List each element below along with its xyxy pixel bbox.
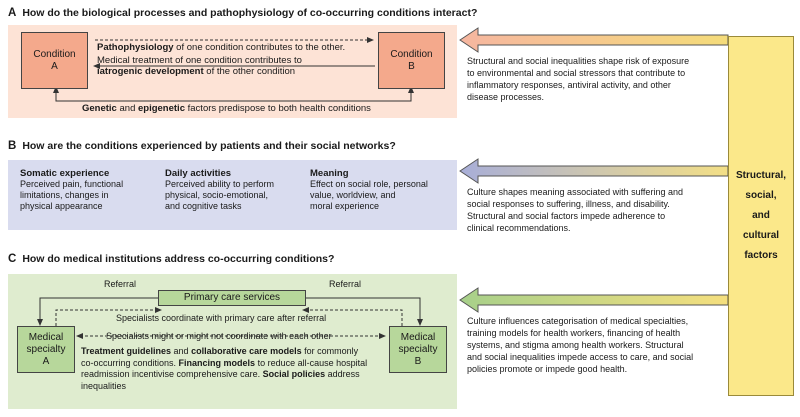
policy-text: Treatment guidelines and collaborative c… [81,346,368,391]
iatrogenic-text: Medical treatment of one condition contr… [97,55,302,77]
panel-b [8,160,457,230]
genetic-bracket [55,88,412,102]
referral-left-label: Referral [104,279,137,289]
coordinate-text: Specialists coordinate with primary care… [116,313,327,323]
medical-specialty-a-box: Medical specialty A [17,326,75,373]
genetic-text: Genetic and epigenetic factors predispos… [82,103,371,114]
referral-right-line [306,297,421,322]
condition-a-box: Condition A [21,32,88,89]
section-b-letter: B [8,140,17,152]
coordinate-left-dashed [55,309,158,326]
might-coordinate-text: Specialists might or might not coordinat… [106,331,332,341]
daily-activities-column: Daily activities Perceived ability to pe… [165,168,275,211]
referral-right-label: Referral [329,279,362,289]
structural-factors-box: Structural, social, and cultural factors [728,36,794,396]
meaning-column: Meaning Effect on social role, personal … [310,168,428,211]
primary-care-box: Primary care services [158,290,306,306]
arrow-a [459,27,729,53]
somatic-experience-column: Somatic experience Perceived pain, funct… [20,168,124,211]
pathophysiology-text: Pathophysiology of one condition contrib… [97,42,346,53]
section-a-letter: A [8,7,17,19]
condition-b-box: Condition B [378,32,445,89]
right-text-c: Culture influences categorisation of med… [467,316,694,374]
referral-left-line [39,297,158,322]
coordinate-right-dashed [306,309,403,326]
arrow-b [459,158,729,184]
right-text-a: Structural and social inequalities shape… [467,56,690,102]
arrow-c [459,287,729,313]
right-text-b: Culture shapes meaning associated with s… [467,187,683,233]
section-c-letter: C [8,253,17,265]
medical-specialty-b-box: Medical specialty B [389,326,447,373]
